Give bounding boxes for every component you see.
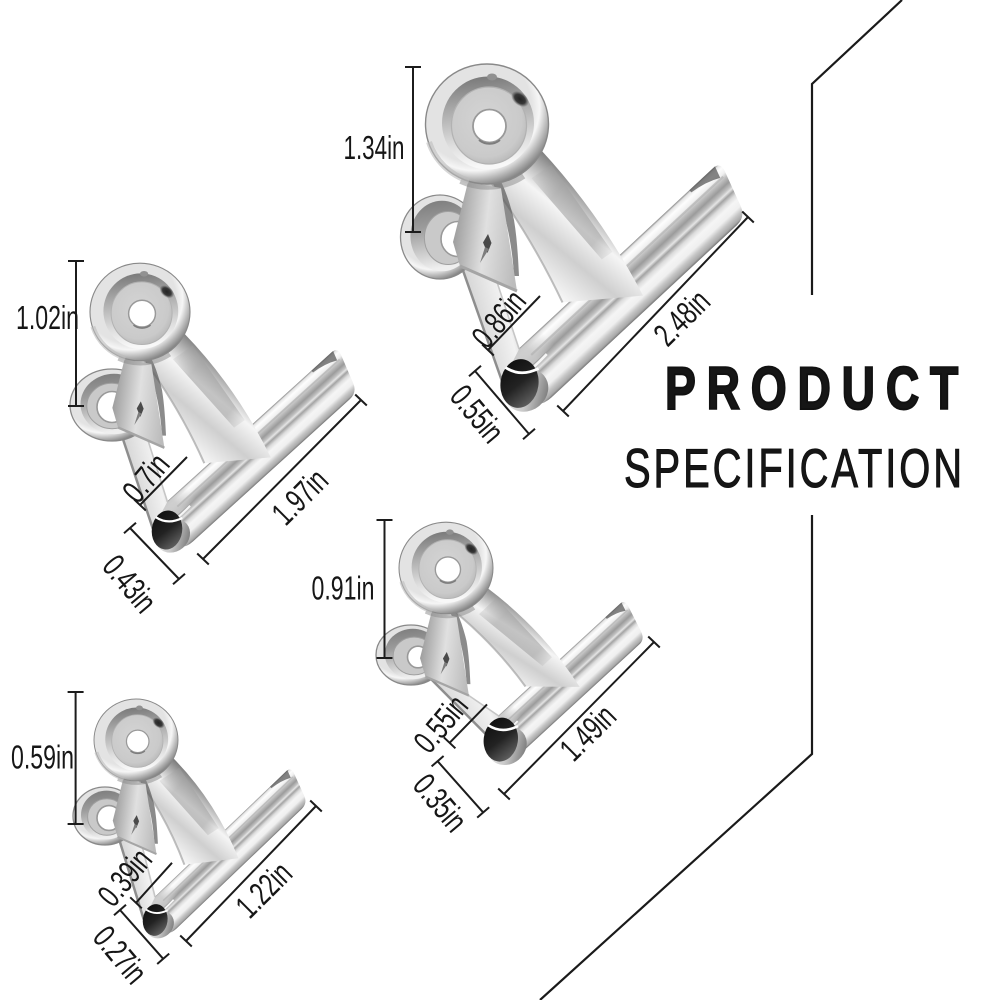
svg-text:0.35in: 0.35in xyxy=(406,767,475,839)
svg-text:1.34in: 1.34in xyxy=(344,129,405,166)
svg-text:0.27in: 0.27in xyxy=(86,919,155,991)
svg-text:SPECIFICATION: SPECIFICATION xyxy=(624,437,965,499)
svg-text:PRODUCT: PRODUCT xyxy=(665,355,969,422)
svg-text:0.91in: 0.91in xyxy=(312,570,375,607)
svg-text:1.02in: 1.02in xyxy=(16,299,79,336)
svg-text:0.43in: 0.43in xyxy=(95,548,164,620)
svg-text:0.59in: 0.59in xyxy=(11,739,74,776)
svg-text:1.97in: 1.97in xyxy=(264,461,335,532)
